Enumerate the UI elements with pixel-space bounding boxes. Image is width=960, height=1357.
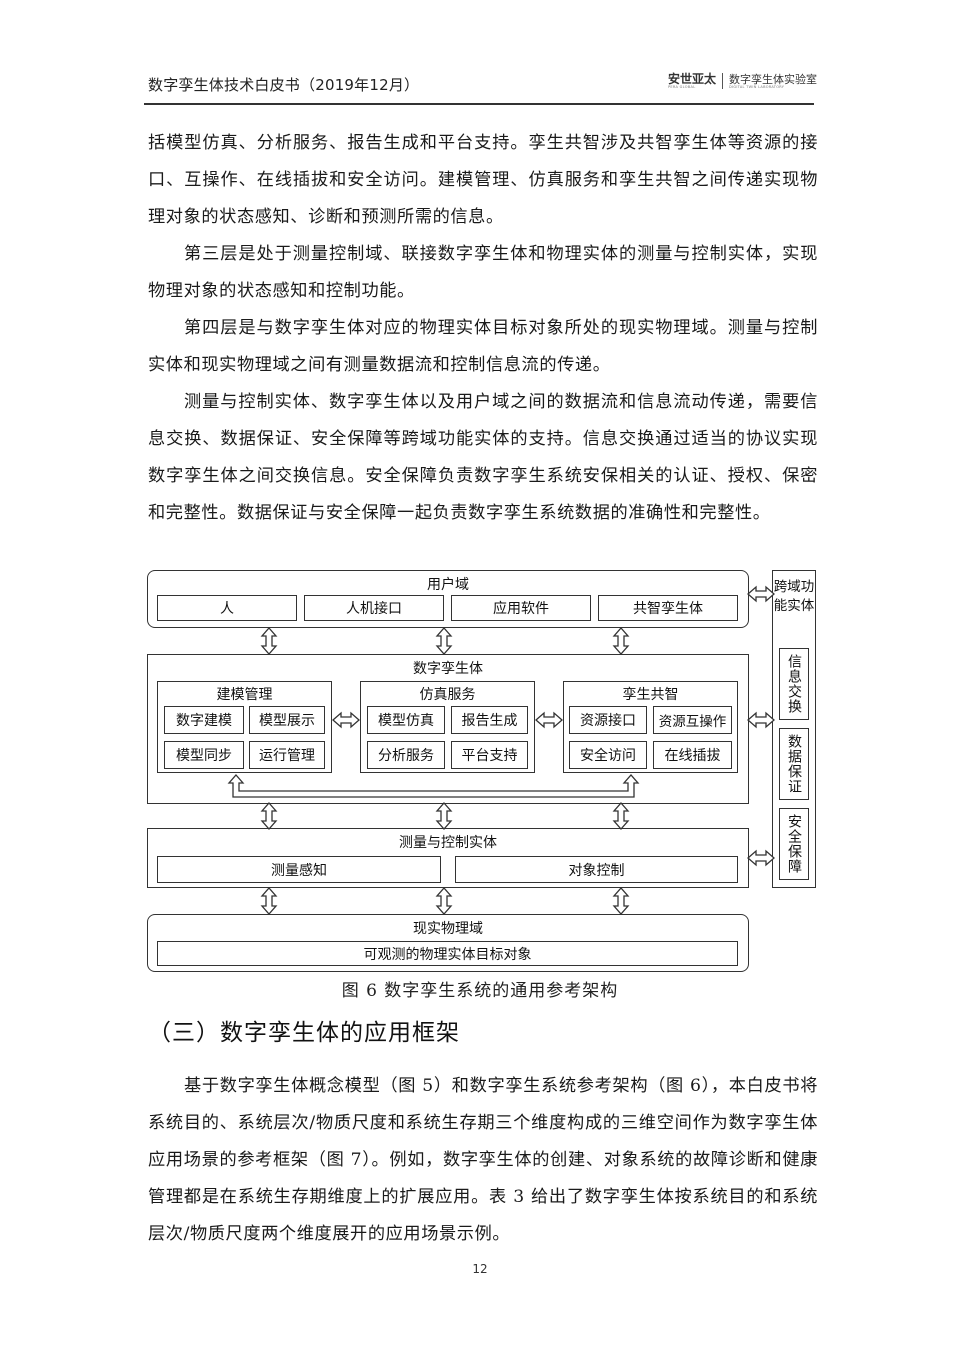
paragraph-1: 括模型仿真、分析服务、报告生成和平台支持。孪生共智涉及共智孪生体等资源的接口、互… [148, 133, 818, 227]
cross-item-security: 安全保障 [779, 808, 809, 880]
measure-control-title: 测量与控制实体 [399, 835, 497, 851]
cross-item-data-assurance: 数据保证 [779, 728, 809, 800]
cross-domain-title: 跨域功能实体 [773, 579, 815, 614]
group-item: 模型展示 [249, 706, 325, 734]
publisher-logo: 安世亚太 PERA GLOBAL 数字孪生体实验室 DIGITAL TWIN L… [668, 73, 817, 89]
control-item: 对象控制 [455, 856, 738, 883]
group-item: 模型仿真 [367, 706, 445, 734]
group-item: 安全访问 [569, 741, 647, 769]
group-title: 建模管理 [216, 687, 273, 703]
paragraph-2: 第三层是处于测量控制域、联接数字孪生体和物理实体的测量与控制实体，实现物理对象的… [148, 244, 818, 301]
section-paragraph: 基于数字孪生体概念模型（图 5）和数字孪生系统参考架构（图 6），本白皮书将系统… [148, 1076, 818, 1244]
group-item: 资源互操作 [653, 706, 732, 734]
paragraph-4: 测量与控制实体、数字孪生体以及用户域之间的数据流和信息流动传递，需要信息交换、数… [148, 392, 818, 523]
group-item: 分析服务 [367, 741, 445, 769]
group-title: 孪生共智 [622, 687, 679, 703]
user-item: 人 [157, 595, 297, 621]
logo-lab: 数字孪生体实验室 DIGITAL TWIN LABORATORY [729, 72, 818, 89]
measure-item: 测量感知 [157, 856, 441, 883]
diagram-arrows [227, 586, 775, 915]
cross-item-info-exchange: 信息交换 [779, 648, 809, 720]
group-item: 数字建模 [164, 706, 244, 734]
group-item: 报告生成 [451, 706, 528, 734]
arrow-group-links [332, 712, 563, 728]
group-item: 在线插拔 [653, 741, 732, 769]
group-item: 平台支持 [451, 741, 528, 769]
arrow-twin-to-measure [261, 802, 629, 830]
user-item: 应用软件 [451, 595, 591, 621]
logo-divider [722, 73, 724, 89]
page-number: 12 [472, 1262, 488, 1276]
paragraph-3: 第四层是与数字孪生体对应的物理实体目标对象所处的现实物理域。测量与控制实体和现实… [148, 318, 818, 375]
physical-domain-title: 现实物理域 [413, 921, 483, 937]
logo-brand: 安世亚太 PERA GLOBAL [668, 71, 717, 89]
group-item: 运行管理 [249, 741, 325, 769]
group-title: 仿真服务 [419, 687, 476, 703]
document-title: 数字孪生体技术白皮书（2019年12月） [148, 76, 420, 94]
user-domain-title: 用户域 [427, 577, 469, 593]
user-item: 人机接口 [304, 595, 444, 621]
arrow-measure-to-physical [261, 887, 629, 915]
section-heading: （三）数字孪生体的应用框架 [148, 1020, 460, 1046]
digital-twin-title: 数字孪生体 [413, 661, 483, 677]
user-item: 共智孪生体 [598, 595, 738, 621]
arrow-user-to-twin [261, 627, 629, 655]
group-item: 资源接口 [569, 706, 647, 734]
figure-caption: 图 6 数字孪生系统的通用参考架构 [341, 981, 619, 1001]
arrow-cross-domain [747, 586, 775, 866]
header-rule [144, 103, 814, 105]
feedback-loop-arrow [227, 774, 640, 798]
physical-item: 可观测的物理实体目标对象 [157, 941, 738, 966]
group-item: 模型同步 [164, 741, 244, 769]
